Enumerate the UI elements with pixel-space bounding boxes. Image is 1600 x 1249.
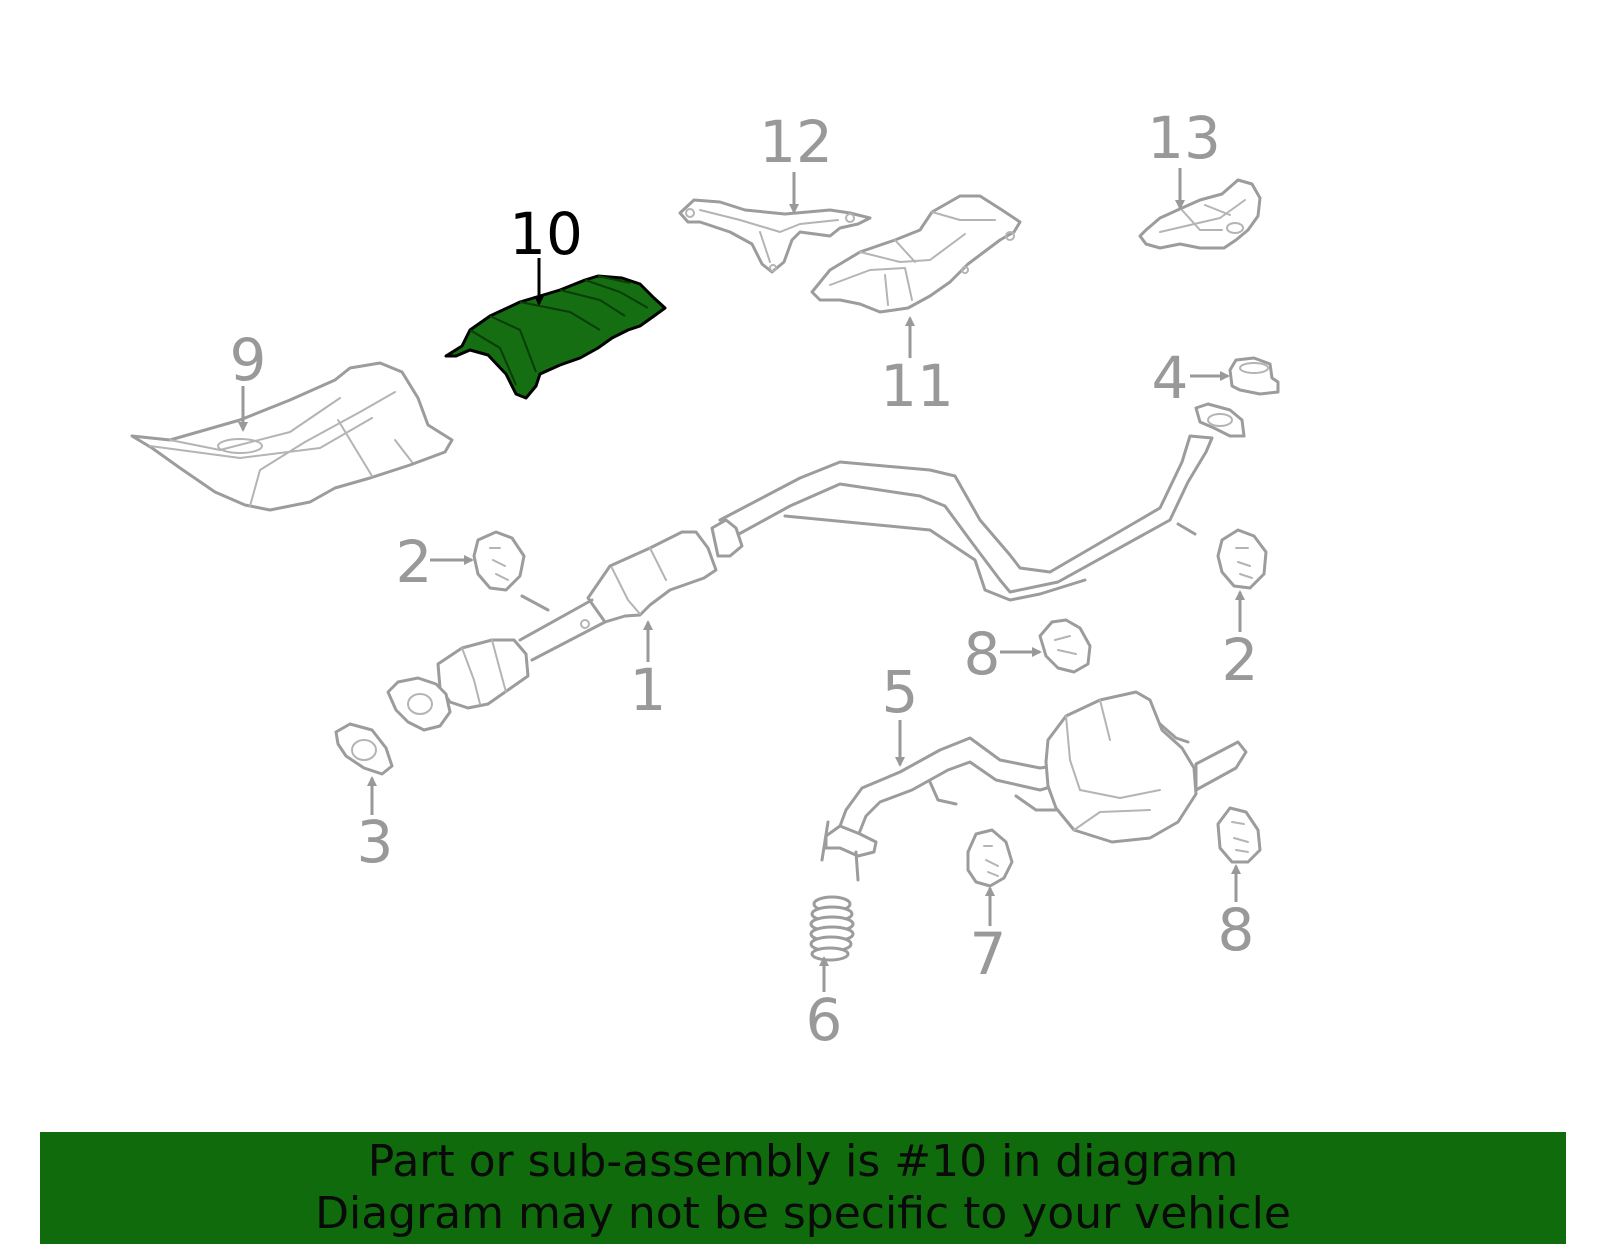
callout-2-right: 2 [1222,626,1259,694]
callout-10: 10 [509,200,583,268]
callout-12: 12 [759,108,833,176]
banner-line-part: Part or sub-assembly is #10 in diagram [367,1136,1239,1187]
part-4-insulator[interactable] [1228,356,1280,396]
callout-numbers: 1 2 2 3 4 5 6 7 8 8 9 10 11 12 13 [230,104,1259,1054]
callout-6: 6 [806,986,843,1054]
callout-3: 3 [357,808,394,876]
part-12-heat-shield[interactable] [678,198,872,274]
callout-4: 4 [1152,344,1189,412]
info-banner: Part or sub-assembly is #10 in diagram D… [40,1132,1566,1244]
part-11-heat-shield[interactable] [810,194,1022,314]
callout-9: 9 [230,326,267,394]
callout-arrows [238,168,1245,992]
banner-line-disclaimer: Diagram may not be specific to your vehi… [315,1188,1291,1239]
callout-8-upper: 8 [964,620,1001,688]
part-2-hanger-right[interactable] [1216,528,1268,590]
callout-5: 5 [882,658,919,726]
part-7-hanger[interactable] [966,828,1014,888]
part-6-spring[interactable] [809,895,855,962]
part-8-hanger-lower[interactable] [1216,806,1262,864]
part-1-front-pipe-assembly[interactable] [386,402,1246,732]
part-8-hanger-upper[interactable] [1038,618,1092,674]
callout-11: 11 [880,352,954,420]
part-9-heat-shield[interactable] [130,361,454,512]
part-10-heat-shield-highlighted[interactable] [444,274,667,400]
callout-8-lower: 8 [1218,896,1255,964]
part-13-heat-shield[interactable] [1138,178,1262,250]
callout-13: 13 [1147,104,1221,172]
part-5-muffler-assembly[interactable] [820,690,1248,882]
part-2-hanger-left[interactable] [472,530,526,592]
part-3-gasket[interactable] [334,722,394,776]
callout-2-left: 2 [396,528,433,596]
callout-1: 1 [630,656,667,724]
callout-7: 7 [970,920,1007,988]
